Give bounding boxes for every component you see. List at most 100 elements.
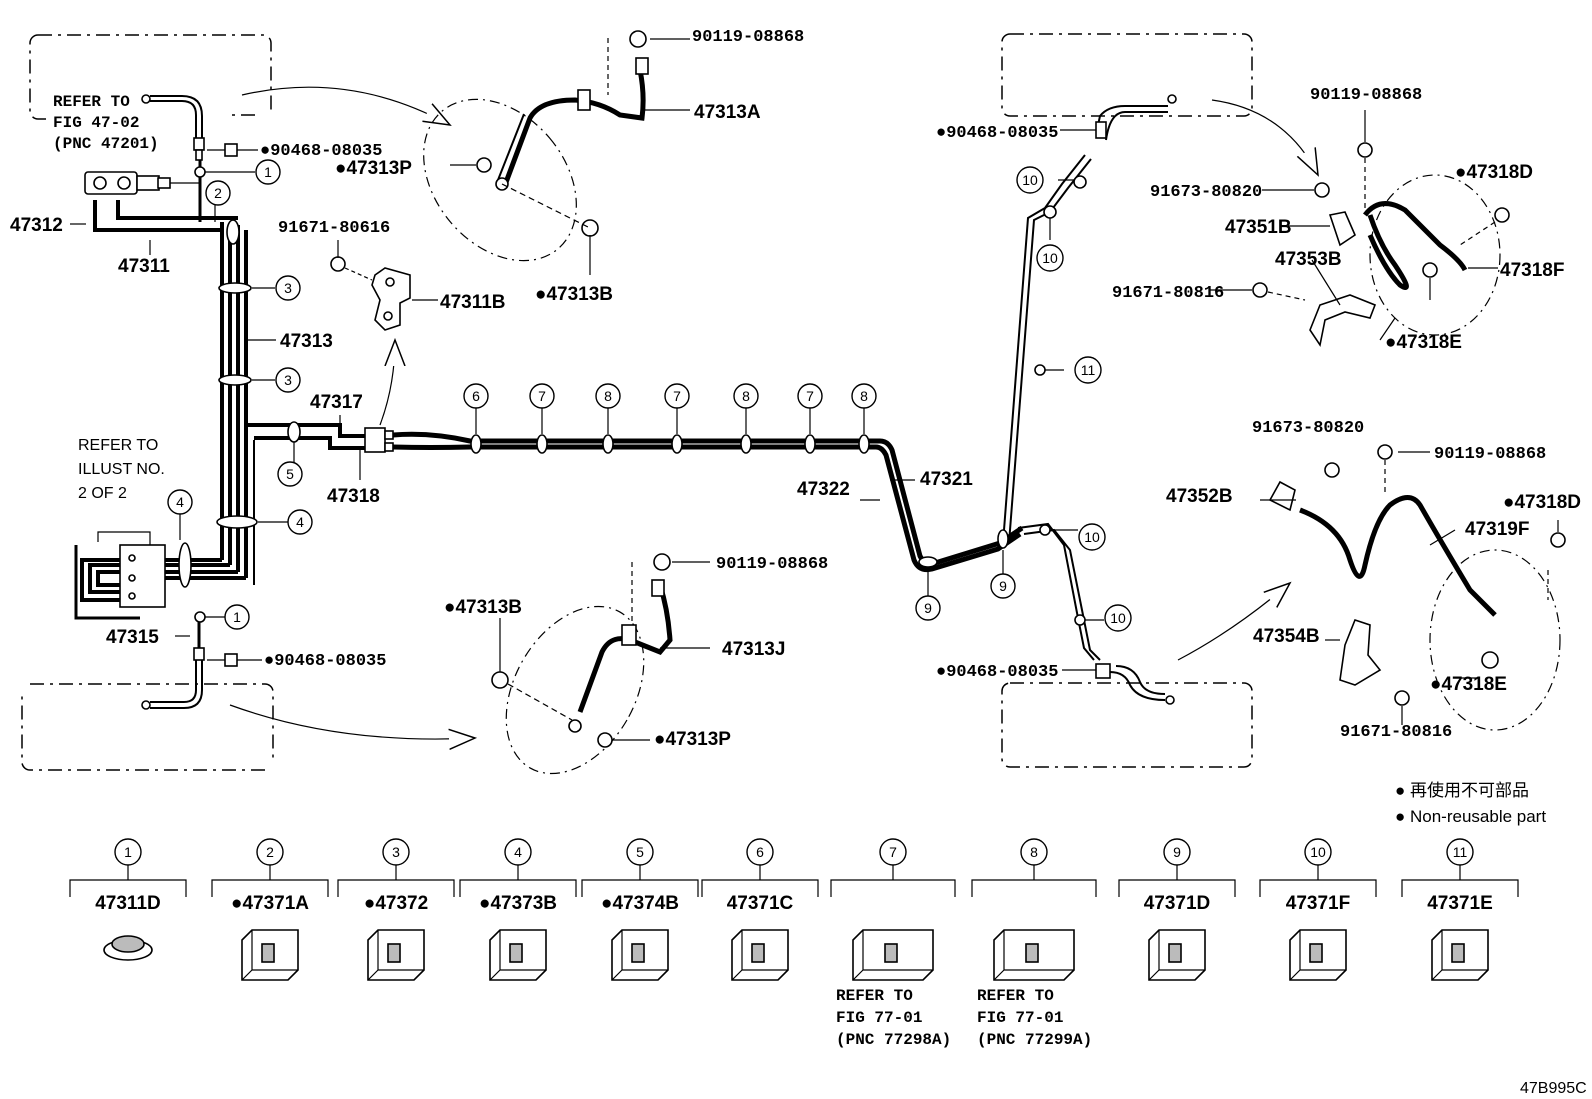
svg-text:●90468-08035: ●90468-08035: [936, 663, 1058, 682]
svg-text:●90468-08035: ●90468-08035: [936, 124, 1058, 143]
clip-3a: [218, 282, 252, 294]
svg-text:91671-80616: 91671-80616: [278, 219, 390, 238]
svg-text:7: 7: [673, 388, 681, 404]
svg-text:90119-08868: 90119-08868: [716, 555, 828, 574]
catalog-num: 6: [756, 844, 764, 860]
catalog-num: 8: [1030, 844, 1038, 860]
clip-5: [287, 421, 301, 443]
catalog-num: 11: [1453, 844, 1468, 860]
svg-text:3: 3: [284, 280, 292, 296]
svg-text:10: 10: [1042, 250, 1058, 266]
svg-text:47315: 47315: [106, 627, 159, 648]
svg-text:91671-80816: 91671-80816: [1112, 284, 1224, 303]
svg-text:91673-80820: 91673-80820: [1252, 419, 1364, 438]
svg-text:8: 8: [860, 388, 868, 404]
catalog-part-number: ●47372: [364, 893, 428, 914]
svg-text:90119-08868: 90119-08868: [1310, 86, 1422, 105]
svg-text:11: 11: [1081, 362, 1096, 378]
ref-box-bottom-right: [1001, 682, 1253, 768]
svg-text:9: 9: [924, 600, 932, 616]
svg-text:91673-80820: 91673-80820: [1150, 183, 1262, 202]
svg-text:47313A: 47313A: [694, 102, 761, 123]
svg-text:●47313P: ●47313P: [335, 158, 412, 179]
svg-text:4: 4: [296, 514, 304, 530]
catalog-part-number: ●47371A: [231, 893, 309, 914]
svg-text:10: 10: [1022, 172, 1038, 188]
svg-text:●47318D: ●47318D: [1503, 492, 1581, 513]
clip-2: [226, 219, 240, 245]
svg-text:47319F: 47319F: [1465, 519, 1529, 540]
svg-text:1: 1: [264, 164, 272, 180]
catalog-num: 7: [889, 844, 897, 860]
svg-text:47318: 47318: [327, 486, 380, 507]
catalog-refer-text: FIG 77-01: [977, 1009, 1063, 1027]
svg-text:●47313B: ●47313B: [535, 284, 613, 305]
svg-text:90119-08868: 90119-08868: [1434, 445, 1546, 464]
svg-text:7: 7: [806, 388, 814, 404]
svg-text:47322: 47322: [797, 479, 850, 500]
refer-fig-47-02-line3: (PNC 47201): [53, 135, 159, 153]
catalog-refer-text: REFER TO: [836, 987, 913, 1005]
svg-text:1: 1: [233, 609, 241, 625]
bracket-47311B: [330, 256, 411, 331]
catalog-item-5: 5●47374B: [581, 838, 699, 981]
catalog-item-1: 1 47311D: [69, 838, 187, 961]
svg-text:●47318D: ●47318D: [1455, 162, 1533, 183]
part-labels: 90119-08868 47313A ●90468-08035 ●47313P …: [10, 28, 1581, 750]
svg-text:4: 4: [176, 494, 184, 510]
svg-text:47353B: 47353B: [1275, 249, 1342, 270]
refer-illust-line1: REFER TO: [78, 437, 158, 454]
svg-text:91671-80816: 91671-80816: [1340, 723, 1452, 742]
catalog-num: 4: [514, 844, 522, 860]
svg-text:47352B: 47352B: [1166, 486, 1233, 507]
svg-text:47311: 47311: [118, 256, 170, 277]
catalog-num: 1: [124, 844, 132, 860]
catalog-num: 3: [392, 844, 400, 860]
svg-text:47311B: 47311B: [440, 292, 506, 313]
svg-text:●90468-08035: ●90468-08035: [264, 652, 386, 671]
refer-illust-line2: ILLUST NO.: [78, 461, 165, 478]
catalog-refer-text: REFER TO: [977, 987, 1054, 1005]
catalog-item-6: 6 47371C: [701, 838, 819, 981]
catalog-item-8: 8: [971, 838, 1097, 981]
catalog-part-number: 47371F: [1286, 893, 1350, 914]
svg-text:●47313B: ●47313B: [444, 597, 522, 618]
svg-text:●90468-08035: ●90468-08035: [260, 142, 382, 161]
legend-jp: ● 再使用不可部品: [1395, 780, 1529, 800]
catalog-item-3: 3 ●47372: [337, 838, 455, 981]
clip-4a: [216, 515, 258, 529]
svg-text:47351B: 47351B: [1225, 217, 1292, 238]
catalog-num: 5: [636, 844, 644, 860]
catalog-item-2: 2 ●47371A: [211, 838, 329, 981]
clip-3b: [218, 374, 252, 386]
drawing-id: 47B995C: [1520, 1080, 1587, 1097]
catalog-refer-text: (PNC 77298A): [836, 1031, 951, 1049]
catalog-num: 2: [266, 844, 274, 860]
joint-47317-47318: [364, 427, 394, 453]
svg-text:●47313P: ●47313P: [654, 729, 731, 750]
svg-text:90119-08868: 90119-08868: [692, 28, 804, 47]
ref-box-top-left: [29, 34, 272, 120]
svg-text:47318F: 47318F: [1500, 260, 1564, 281]
svg-text:47313J: 47313J: [722, 639, 785, 660]
catalog-item-7: 7: [830, 838, 956, 981]
catalog-part-number: 47371C: [727, 893, 794, 914]
svg-text:6: 6: [472, 388, 480, 404]
catalog-part-number: 47311D: [95, 893, 161, 914]
svg-text:9: 9: [999, 578, 1007, 594]
ref-box-bottom-left: [21, 683, 274, 771]
svg-text:47317: 47317: [310, 392, 363, 413]
valve-47312: [84, 171, 200, 195]
clip-4b: [178, 542, 192, 588]
refer-illust-line3: 2 OF 2: [78, 485, 127, 502]
catalog-part-number: 47371D: [1144, 893, 1211, 914]
svg-text:7: 7: [538, 388, 546, 404]
refer-fig-47-02-line2: FIG 47-02: [53, 114, 139, 132]
svg-text:8: 8: [604, 388, 612, 404]
refer-fig-47-02-line1: REFER TO: [53, 93, 130, 111]
svg-text:3: 3: [284, 372, 292, 388]
